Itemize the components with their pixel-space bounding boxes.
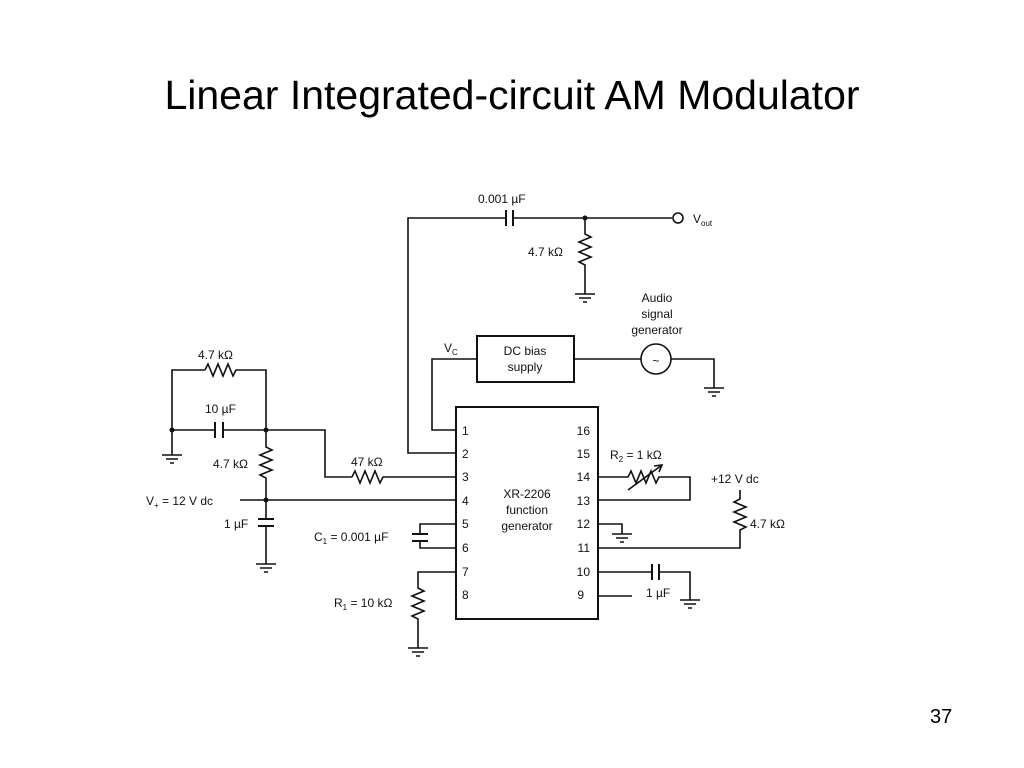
- audio-symbol: ~: [652, 354, 659, 368]
- pin-7: 7: [462, 565, 469, 579]
- label-r2: R2 = 1 kΩ: [610, 448, 662, 464]
- pin-1: 1: [462, 424, 469, 438]
- xr2206-chip: [455, 406, 599, 620]
- ground-pin10: [680, 599, 700, 609]
- pin-15: 15: [577, 447, 591, 461]
- label-audio-1: Audio: [642, 291, 673, 305]
- wire-pin1-to-dc-bias: [431, 358, 477, 431]
- pin-12: 12: [577, 517, 591, 531]
- dc-bias-supply-box: [476, 335, 575, 383]
- pin-8: 8: [462, 588, 469, 602]
- chip-label-line3: generator: [501, 519, 552, 533]
- pin-14: 14: [577, 470, 591, 484]
- wire-pin12-ground: [598, 523, 623, 534]
- label-plus12: +12 V dc: [711, 472, 759, 486]
- slide-title: Linear Integrated-circuit AM Modulator: [164, 72, 860, 118]
- resistor-r2: [598, 468, 691, 501]
- pin-16: 16: [577, 424, 591, 438]
- ground-out: [575, 293, 595, 303]
- label-r-47k: 47 kΩ: [351, 455, 383, 469]
- label-audio-3: generator: [631, 323, 682, 337]
- label-vout: Vout: [693, 212, 713, 228]
- label-c-out: 0.001 µF: [478, 192, 526, 206]
- label-r-top-left: 4.7 kΩ: [198, 348, 233, 362]
- ground-audio: [704, 387, 724, 397]
- label-c-1uF-left: 1 µF: [224, 517, 248, 531]
- wire-audio-to-ground: [671, 358, 715, 388]
- resistor-r2-arrow: [627, 464, 664, 491]
- label-r-out: 4.7 kΩ: [528, 245, 563, 259]
- pin-10: 10: [577, 565, 591, 579]
- label-r-left: 4.7 kΩ: [213, 457, 248, 471]
- pin-3: 3: [462, 470, 469, 484]
- wire-top-loop: [171, 369, 205, 430]
- pin-5: 5: [462, 517, 469, 531]
- pin-13: 13: [577, 494, 591, 508]
- resistor-47k: [351, 468, 456, 486]
- pin-6: 6: [462, 541, 469, 555]
- ground-left: [162, 454, 182, 464]
- chip-label-line2: function: [506, 503, 548, 517]
- ground-r1: [408, 647, 428, 657]
- resistor-left-vertical: [257, 430, 275, 500]
- wire-to-47k: [266, 429, 352, 478]
- label-dc-bias-2: supply: [508, 360, 543, 374]
- label-vc: VC: [444, 341, 458, 357]
- chip-label-line1: XR-2206: [503, 487, 551, 501]
- label-audio-2: signal: [641, 307, 672, 321]
- label-c1: C1 = 0.001 µF: [314, 530, 388, 546]
- pin-4: 4: [462, 494, 469, 508]
- vout-terminal: [672, 212, 684, 224]
- pin-2: 2: [462, 447, 469, 461]
- page-number: 37: [930, 706, 953, 728]
- label-r1: R1 = 10 kΩ: [334, 596, 392, 612]
- label-r-right: 4.7 kΩ: [750, 517, 785, 531]
- ground-pin12: [612, 533, 632, 543]
- wire-pin2-to-output: [407, 217, 506, 454]
- resistor-top-left: [204, 361, 267, 430]
- wire-pin10-cap: [598, 571, 691, 600]
- label-c-left: 10 µF: [205, 402, 236, 416]
- resistor-right: [598, 490, 749, 549]
- label-c-1uF-right: 1 µF: [646, 586, 670, 600]
- label-dc-bias-1: DC bias: [504, 344, 547, 358]
- pin-9: 9: [577, 588, 584, 602]
- resistor-out: [576, 218, 594, 294]
- wire-c1: [419, 523, 456, 549]
- resistor-r1: [409, 571, 456, 648]
- ground-1uF-left: [256, 563, 276, 573]
- pin-11: 11: [578, 541, 591, 555]
- label-vplus: V+ = 12 V dc: [146, 494, 213, 510]
